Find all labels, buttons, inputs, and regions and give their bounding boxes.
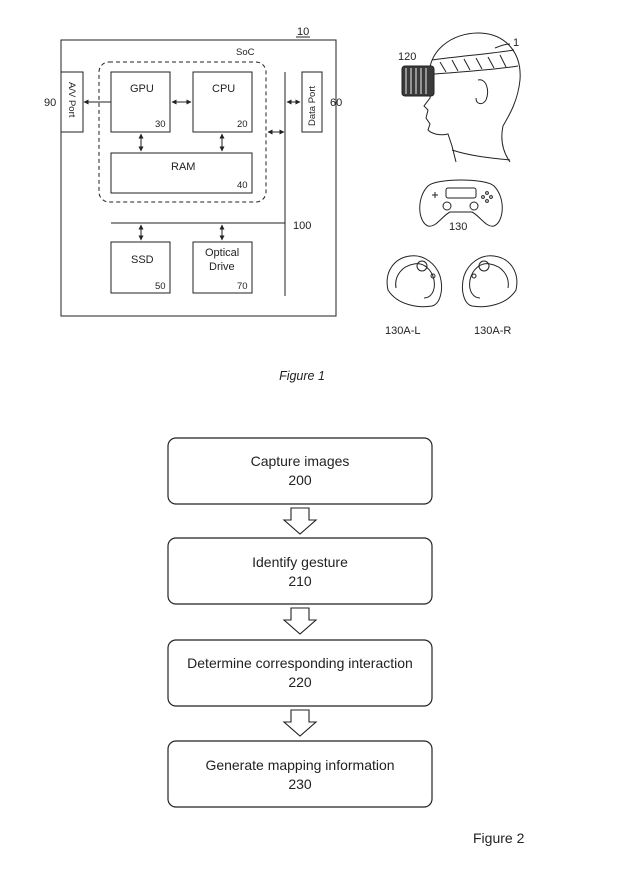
gpu-ref-label: 30	[155, 119, 166, 130]
av-ref-label: 90	[44, 97, 56, 109]
gamepad-dpad	[432, 192, 438, 198]
ssd-label: SSD	[131, 254, 154, 266]
strap-pattern	[439, 54, 507, 73]
figure1-block-diagram	[60, 36, 337, 317]
soc-label: SoC	[236, 47, 255, 58]
flow-arrow-2	[282, 607, 318, 635]
av-port-box	[60, 71, 84, 133]
system-ref-label: 10	[297, 26, 309, 38]
flow-arrow-1	[282, 507, 318, 535]
ram-label: RAM	[171, 161, 195, 173]
right-controller-ref-label: 130A-R	[474, 325, 511, 337]
ssd-ref-label: 50	[155, 281, 166, 292]
optical-drive-box	[192, 241, 253, 294]
flow-step-1-text: Capture images	[251, 453, 350, 469]
strap-top	[431, 49, 515, 61]
left-controller-ring	[386, 255, 443, 308]
flow-step-1-ref: 200	[288, 472, 312, 488]
flow-step-capture-images: Capture images 200	[167, 437, 433, 505]
flow-step-determine-interaction: Determine corresponding interaction 220	[167, 639, 433, 707]
cpu-ref-label: 20	[237, 119, 248, 130]
strap-bottom	[433, 65, 519, 75]
ssd-box	[110, 241, 171, 294]
left-controller-ref-label: 130A-L	[385, 325, 420, 337]
head-outline	[429, 32, 521, 163]
user-with-hmd-illustration	[423, 32, 521, 163]
data-port-box	[301, 71, 323, 133]
user-ref-leader	[494, 43, 511, 49]
optical-label-line2: Drive	[209, 261, 235, 273]
flow-arrow-3	[282, 709, 318, 737]
right-controller-inner-ring	[469, 263, 509, 299]
gamepad-left-stick	[442, 201, 452, 211]
soc-box	[98, 61, 267, 203]
flow-step-4-text: Generate mapping information	[205, 757, 394, 773]
left-motion-controller-illustration	[386, 255, 443, 308]
flow-step-3-text: Determine corresponding interaction	[187, 655, 413, 671]
neck-line	[451, 149, 511, 161]
right-controller-ring	[461, 255, 518, 308]
figure2-caption: Figure 2	[473, 830, 525, 846]
flow-step-generate-mapping: Generate mapping information 230	[167, 740, 433, 808]
bus-ref-label: 100	[293, 220, 311, 232]
gamepad-button-top	[485, 191, 489, 195]
flow-step-4-ref: 230	[288, 776, 312, 792]
left-controller-stick	[416, 260, 428, 272]
controller-ref-label: 130	[449, 221, 467, 233]
right-controller-stick	[478, 260, 490, 272]
ram-box	[110, 152, 253, 194]
gamepad-right-stick	[469, 201, 479, 211]
optical-label-line1: Optical	[205, 247, 239, 259]
flow-step-2-ref: 210	[288, 573, 312, 589]
flow-step-3-ref: 220	[288, 674, 312, 690]
gamepad-button-right	[489, 195, 493, 199]
user-ref-label: 1	[513, 37, 519, 49]
av-port-label: A/V Port	[66, 82, 77, 118]
data-ref-label: 60	[330, 97, 342, 109]
gamepad-button-left	[481, 195, 485, 199]
right-motion-controller-illustration	[461, 255, 518, 308]
cpu-label: CPU	[212, 83, 235, 95]
face-profile	[423, 83, 457, 163]
gamepad-controller-illustration	[419, 179, 503, 227]
flow-step-identify-gesture: Identify gesture 210	[167, 537, 433, 605]
ram-ref-label: 40	[237, 180, 248, 191]
flow-step-2-text: Identify gesture	[252, 554, 348, 570]
figure2-flowchart: Capture images 200 Identify gesture 210 …	[167, 437, 433, 808]
gamepad-touchpad	[445, 187, 477, 199]
hmd-visor	[401, 65, 435, 97]
right-controller-button	[471, 273, 477, 279]
left-controller-button	[430, 273, 436, 279]
optical-ref-label: 70	[237, 281, 248, 292]
ear	[475, 79, 489, 105]
gpu-label: GPU	[130, 83, 154, 95]
gamepad-button-bottom	[485, 199, 489, 203]
system-box	[60, 39, 337, 317]
figure1-caption: Figure 1	[279, 369, 325, 383]
hmd-ref-label: 120	[398, 51, 416, 63]
left-controller-inner-ring	[395, 263, 435, 299]
data-port-label: Data Port	[307, 86, 318, 126]
gamepad-body	[419, 179, 503, 227]
cpu-box	[192, 71, 253, 133]
